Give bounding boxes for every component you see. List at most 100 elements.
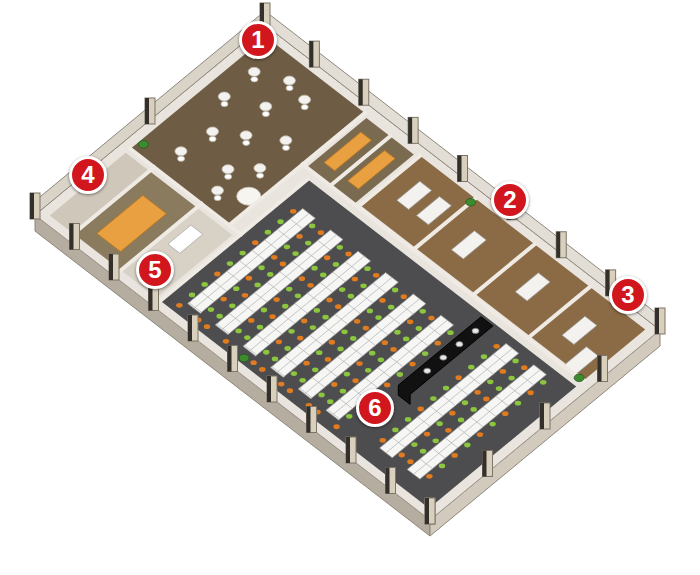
office-chair [214,272,220,277]
office-chair [277,219,283,224]
office-chair [223,339,229,344]
sink-basin [456,342,463,347]
office-chair [341,329,347,334]
office-chair [339,287,345,292]
window-pillar-shade [540,403,544,429]
office-chair [329,340,335,345]
office-chair [540,380,546,385]
office-chair [375,315,381,320]
office-chair [363,326,369,331]
lounge-chair [212,186,224,195]
desk-divider [222,235,337,330]
office-desk [515,273,550,301]
window-pillar [386,468,396,494]
window-pillar-shade [30,193,34,219]
lounge-chair [209,136,216,141]
office-chair [324,255,330,260]
office-chair [325,357,331,362]
window-pillar [307,407,317,433]
office-chair [269,314,275,319]
office-chair [493,344,499,349]
back-wall [35,11,265,215]
office-chair [278,382,284,387]
meeting-table [324,132,372,171]
office-chair [337,245,343,250]
lounge-chair [214,195,221,200]
office-chair [311,266,317,271]
office-chair [354,319,360,324]
office-chair [350,336,356,341]
office-chair [487,379,493,384]
office-chair [327,399,333,404]
office-chair [290,209,296,214]
window-pillar [228,346,238,372]
interior-wall [229,113,365,225]
office-chair [462,400,468,405]
window-pillar-shade [408,117,412,143]
callout-number: 1 [239,21,277,59]
office-chair [287,388,293,393]
office-chair [244,335,250,340]
office-chair [394,330,400,335]
office-chair [189,292,195,297]
office-desk [417,197,452,225]
desk-divider [277,277,392,372]
office-chair [420,449,426,454]
window-pillar [598,356,608,382]
office-chair [508,376,514,381]
office-chair [447,330,453,335]
office-chair [433,438,439,443]
interior-wall [330,136,390,185]
window-pillar [267,376,277,402]
office-chair [512,359,518,364]
office-chair [379,298,385,303]
window-pillar [458,156,468,182]
office-chair [295,293,301,298]
office-chair [426,474,432,479]
office-chair [464,443,470,448]
office-chair [384,383,390,388]
lounge-chair [222,165,234,174]
office-chair [335,304,341,309]
office-chair [239,251,245,256]
office-chair [301,318,307,323]
office-chair [445,428,451,433]
office-chair [436,421,442,426]
lounge-chair [299,95,311,104]
desk-divider [305,299,420,394]
office-chair [276,339,282,344]
office-chair [373,273,379,278]
office-chair [272,357,278,362]
callout-label: 5 [148,258,161,282]
office-chair [252,240,258,245]
office-chair [399,453,405,458]
lounge-chair [262,111,269,116]
office-chair [326,298,332,303]
window-pillar [188,315,198,341]
office-chair [411,442,417,447]
lounge-chair [221,101,228,106]
plan-group [30,3,665,536]
office-chair [356,361,362,366]
office-chair [407,319,413,324]
office-desk [562,316,597,344]
interior-wall [358,156,420,207]
lounge-chair [286,85,293,90]
window-pillar [145,98,155,124]
window-pillar [540,403,550,429]
lounge-chair [178,156,185,161]
lounge-chair [301,104,308,109]
office-chair [280,262,286,267]
office-chair [500,369,506,374]
window-pillar-shade [109,254,113,280]
lounge-chair [257,173,264,178]
window-pillar-shade [386,468,390,494]
office-chair [468,365,474,370]
office-chair [390,347,396,352]
office-chair [286,287,292,292]
window-pillar [109,254,119,280]
window-pillar [30,193,40,219]
lounge-chair [225,174,232,179]
office-chair [345,252,351,257]
office-chair [451,453,457,458]
